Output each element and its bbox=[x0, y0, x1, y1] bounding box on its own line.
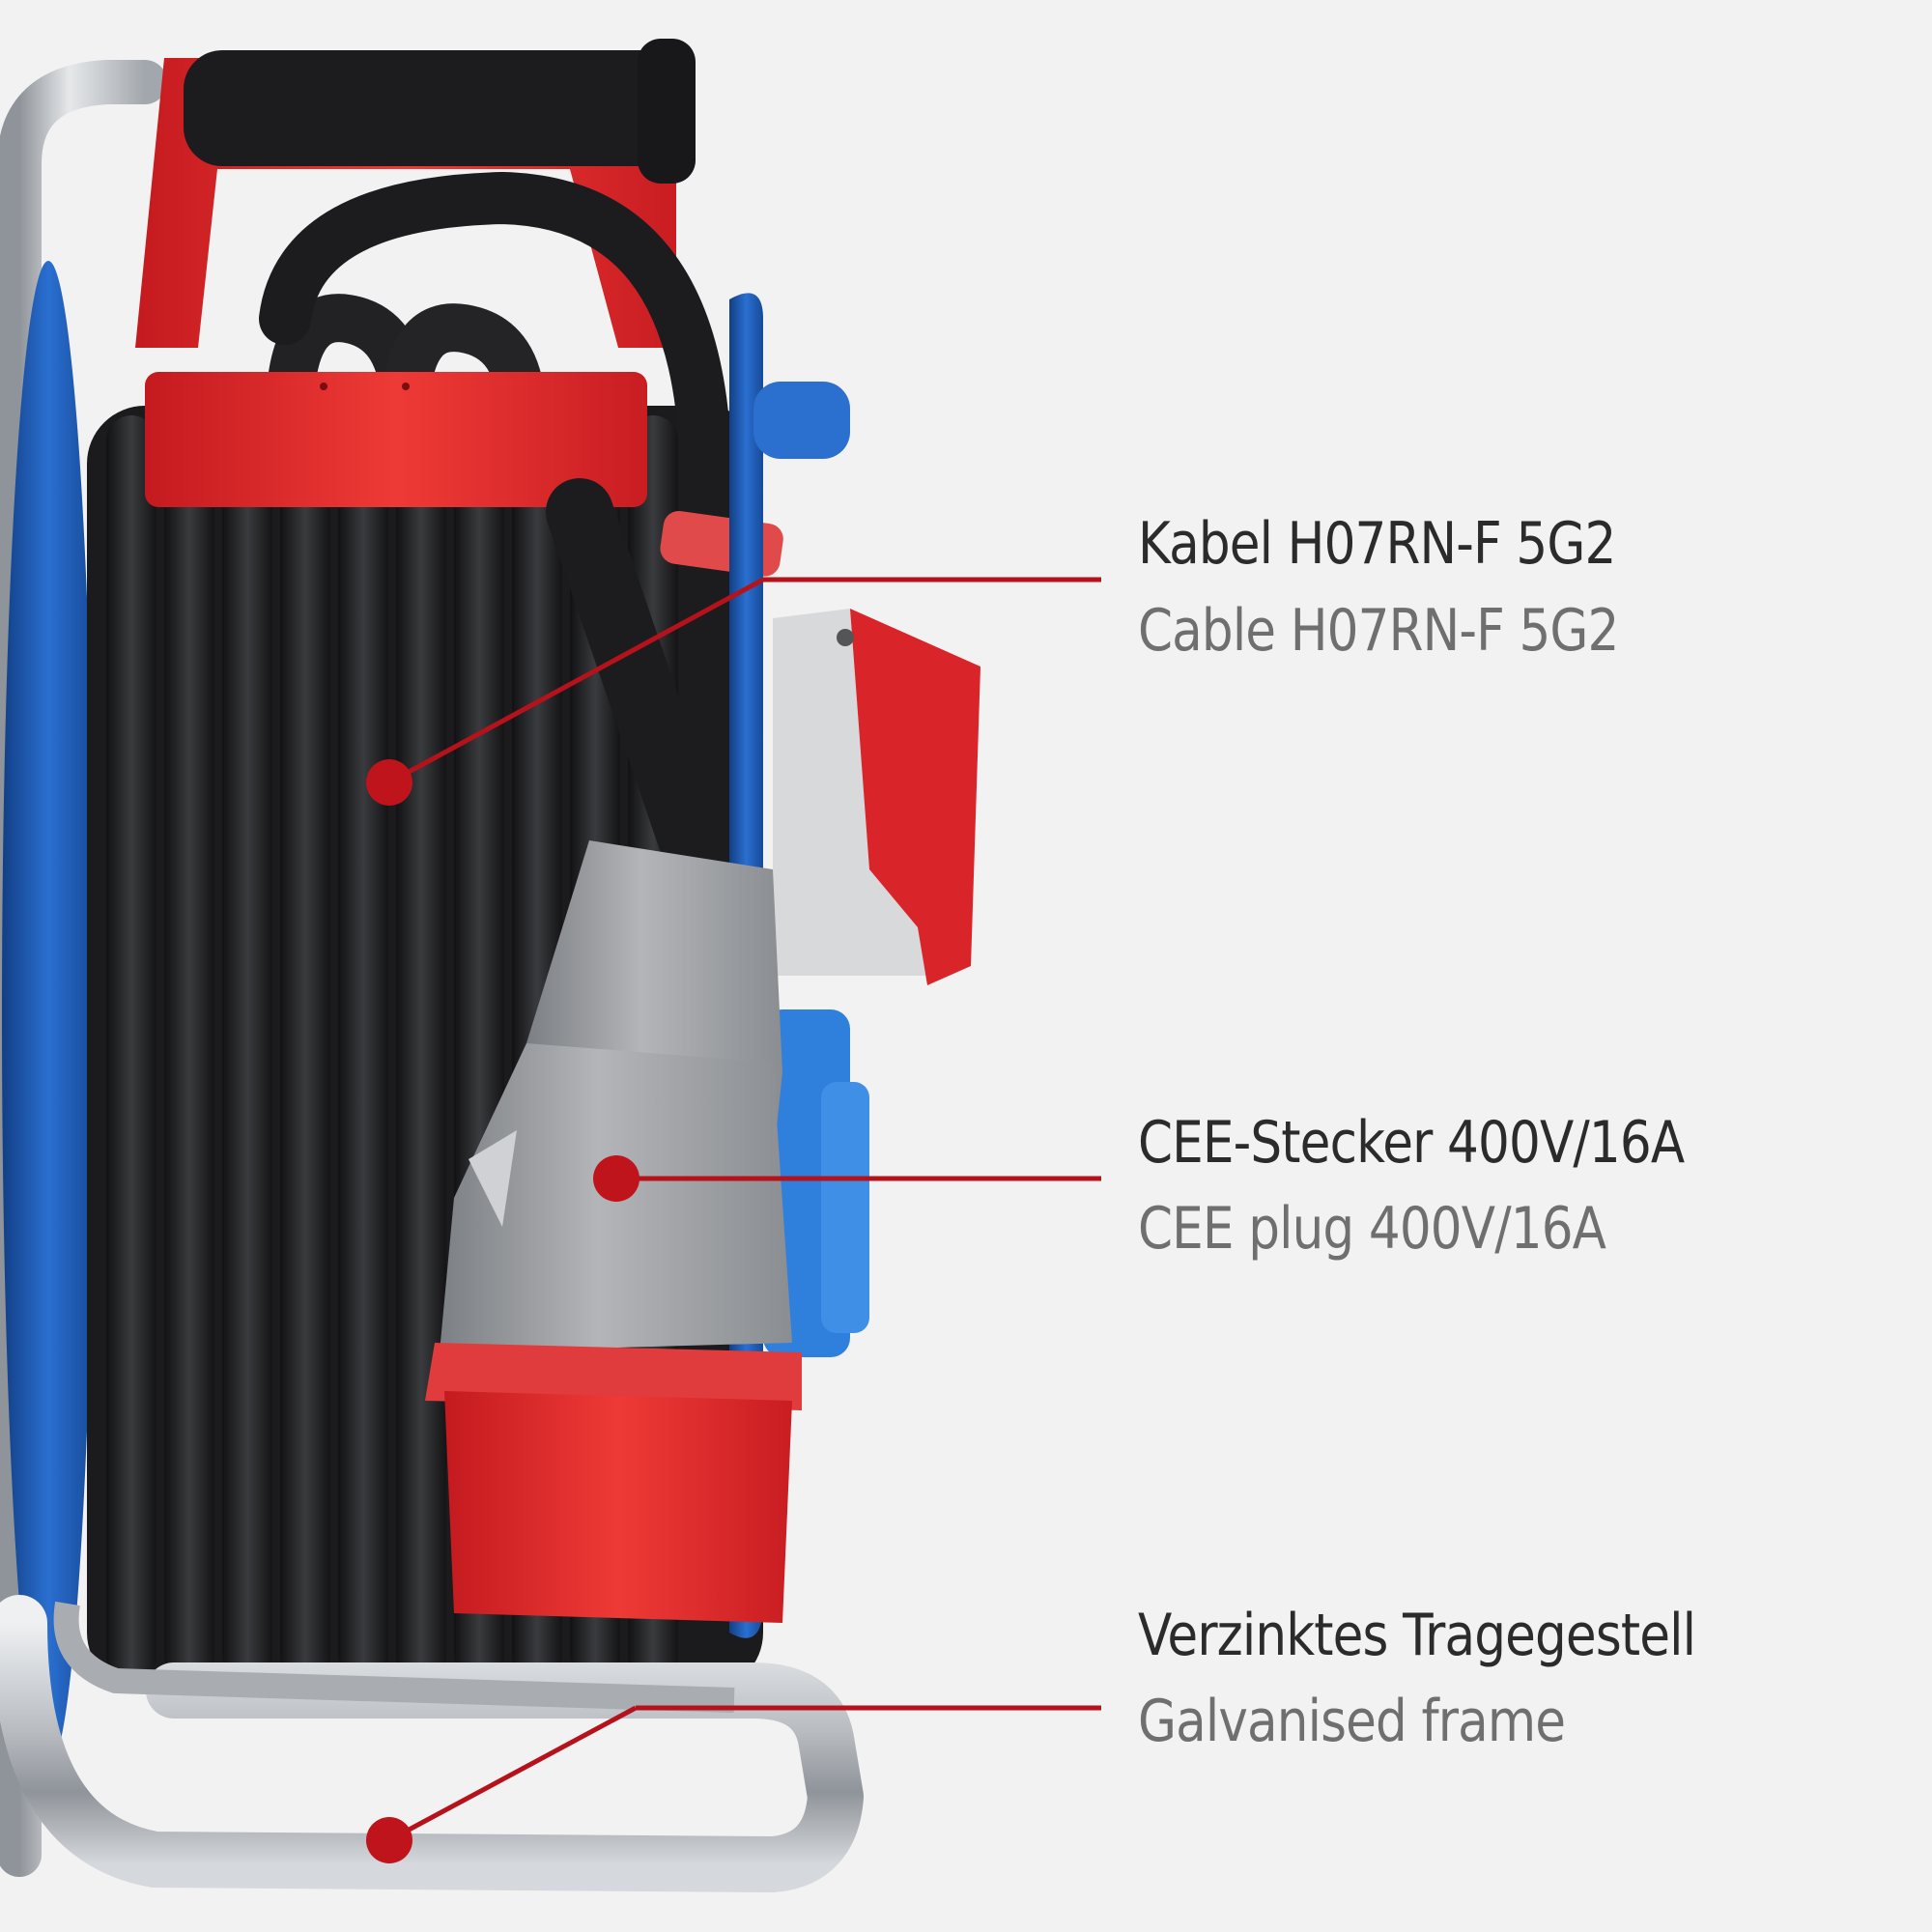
cee-socket-red bbox=[773, 609, 980, 985]
callout-dot-frame bbox=[366, 1817, 412, 1863]
callout-line-frame bbox=[366, 1705, 1101, 1863]
callout-label-cable-de: Kabel H07RN-F 5G2 bbox=[1138, 510, 1616, 578]
callout-label-plug-en: CEE plug 400V/16A bbox=[1138, 1195, 1606, 1263]
callout-dot-plug bbox=[593, 1155, 639, 1202]
carry-handle bbox=[135, 39, 696, 507]
callout-label-frame-en: Galvanised frame bbox=[1138, 1688, 1566, 1755]
schuko-socket-blue bbox=[763, 1009, 869, 1357]
callout-line-cable bbox=[366, 577, 1101, 806]
callout-dot-cable bbox=[366, 759, 412, 806]
callout-label-plug-de: CEE-Stecker 400V/16A bbox=[1138, 1109, 1685, 1177]
callout-label-cable-en: Cable H07RN-F 5G2 bbox=[1138, 597, 1619, 665]
callout-label-frame-de: Verzinktes Tragegestell bbox=[1138, 1602, 1696, 1669]
callout-line-plug bbox=[593, 1155, 1101, 1202]
